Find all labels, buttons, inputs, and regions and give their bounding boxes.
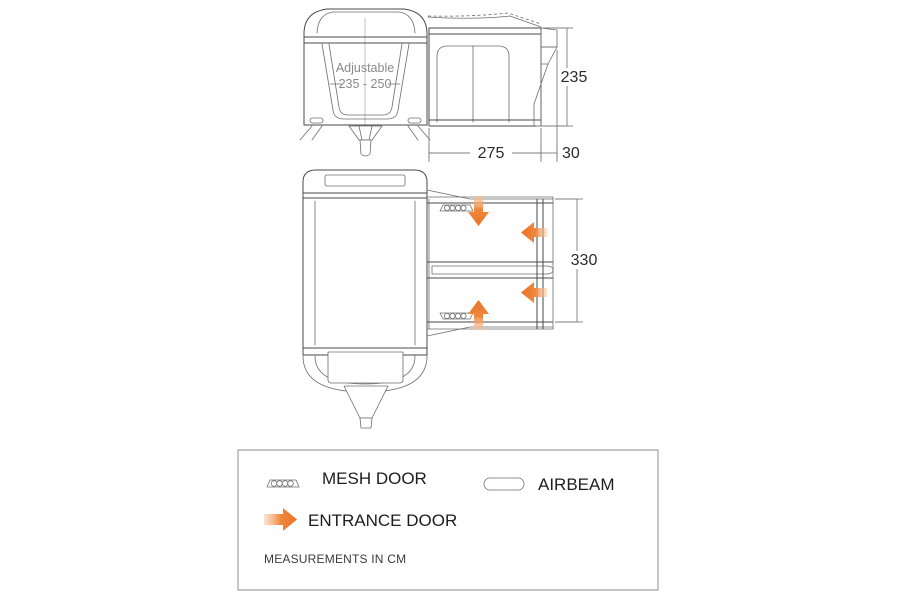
plan-ext-bottom-diagonal [426,326,554,337]
dim-235-text-bg [556,68,592,86]
dim-235-value: 235 [561,69,588,86]
plan-ext-top-diagonal [426,189,554,200]
legend-units-note: MEASUREMENTS IN CM [264,552,406,566]
plan-pointer-tip [359,417,373,429]
front-elevation-view: Adjustable 235 - 250 [299,8,431,157]
mesh-door-bottom-ring-2 [449,312,456,319]
side-skirt-top [540,27,558,48]
mesh-door-icon [266,479,300,488]
mesh-door-bottom-ring-1 [443,312,450,319]
dim-330-value: 330 [571,252,598,269]
legend-border [237,449,659,591]
entrance-arrow-right-lower [521,282,547,303]
dim-330-text-bg [564,251,604,269]
mesh-door-top-ring-3 [454,204,461,211]
mesh-door-top-ring-4 [460,204,467,211]
front-peg-loop-left [309,117,324,124]
mesh-door-top [439,204,474,212]
dimension-depth-275-and-30: 275 30 [428,50,580,162]
mesh-door-bottom [439,312,474,320]
dimension-plan-width-330: 330 [555,198,604,323]
entrance-arrow-top-down [468,196,489,226]
front-guyline-left [311,125,323,141]
entrance-arrow-right-lower-shape [521,282,547,303]
adjustable-label: Adjustable [336,61,394,75]
legend-label-airbeam: AIRBEAM [538,475,615,494]
front-guyline-right [407,125,419,141]
plan-extension-tunnel [426,189,554,337]
dimension-height-235: 235 [536,27,592,127]
mesh-door-bottom-ring-3 [454,312,461,319]
mesh-door-icon-ring-4 [287,480,294,487]
front-ground-pointer [348,125,383,141]
plan-bottom-canopy-inner [314,355,416,385]
adjustable-range-value: 235 - 250 [339,77,392,91]
side-skirt-mid [540,46,558,65]
plan-view [302,169,428,429]
plan-ext-mid-airbeam [431,265,554,275]
side-body-box [428,27,542,127]
front-outer-shell [303,8,428,126]
plan-body-outline [302,169,428,356]
dim-275-text-bg [470,144,512,162]
front-tunnel-outline [321,43,410,120]
entrance-arrow-icon-shape [264,508,297,531]
entrance-arrow-icon [264,508,297,531]
front-tunnel-inner [328,43,403,116]
front-pole-tip [359,139,372,157]
plan-bottom-panel [327,351,404,384]
front-roof-inner-curve [316,11,416,34]
dim-275-value: 275 [478,145,505,162]
airbeam-icon [483,477,525,491]
entrance-arrow-right-upper-shape [521,222,547,243]
mesh-door-bottom-ring-4 [460,312,467,319]
front-pointer-facets [358,125,373,141]
plan-airbeam-top [324,174,406,187]
legend-label-mesh-door: MESH DOOR [322,469,427,488]
airbeam-icon-shape [483,477,525,491]
side-top-sweep [427,15,542,28]
front-guyline-far-right [417,125,431,141]
entrance-arrow-bottom-up [468,300,489,330]
entrance-arrow-top-down-shape [468,196,489,226]
legend-label-entrance-door: ENTRANCE DOOR [308,511,457,530]
side-skirt-taper [533,63,549,127]
entrance-arrow-bottom-up-shape [468,300,489,330]
mesh-door-icon-ring-2 [276,480,283,487]
entrance-arrow-right-upper [521,222,547,243]
mesh-door-top-ring-2 [449,204,456,211]
mesh-door-top-ring-1 [443,204,450,211]
dim-30-value: 30 [562,145,580,162]
mesh-door-icon-ring-3 [281,480,289,487]
mesh-door-icon-ring-1 [270,480,278,487]
front-peg-loop-right [407,117,422,124]
front-guyline-far-left [299,125,313,141]
legend-panel: MESH DOOR AIRBEAM ENTRANCE DOOR MEASUREM… [237,449,659,591]
side-dashed-top-sweep [427,12,542,25]
plan-ground-pointer [343,385,389,419]
side-elevation-view [427,12,558,127]
